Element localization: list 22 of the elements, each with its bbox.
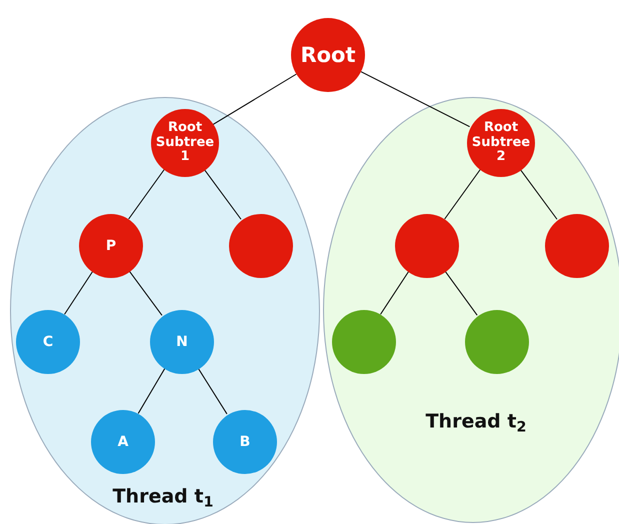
thread-label: Thread t$_{1}$ <box>112 485 214 511</box>
connector-line <box>444 270 478 316</box>
connector-line <box>380 271 409 315</box>
tree-node-circle: Root <box>291 18 365 92</box>
tree-node-circle: C <box>16 310 80 374</box>
connector-line <box>360 71 470 128</box>
thread-label: Thread t$_{2}$ <box>426 410 526 436</box>
tree-node-circle: P <box>79 214 143 278</box>
connector-line <box>444 169 481 220</box>
connector-line <box>204 168 242 220</box>
connector-line <box>198 368 228 414</box>
tree-node-circle: N <box>150 310 214 374</box>
connector-line <box>64 271 93 315</box>
tree-node-circle: Root Subtree 2 <box>467 109 535 177</box>
tree-node-circle: A <box>91 410 155 474</box>
connector-line <box>520 168 558 220</box>
tree-node-circle: B <box>213 410 277 474</box>
connector-line <box>138 368 166 414</box>
connector-line <box>212 74 297 125</box>
connector-line <box>128 270 162 316</box>
connector-line <box>128 169 165 220</box>
tree-node-circle: Root Subtree 1 <box>151 109 219 177</box>
